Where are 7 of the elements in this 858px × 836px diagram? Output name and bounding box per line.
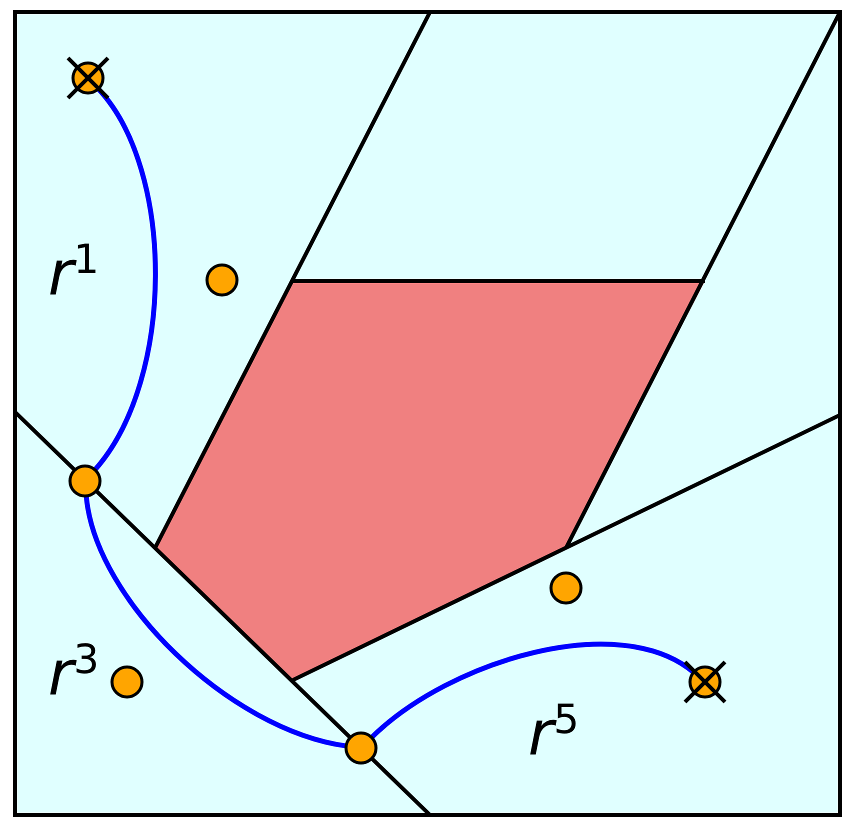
region-label: r$^{3}$ <box>48 640 100 705</box>
crossed-point-marker <box>683 660 727 704</box>
region-label: r$^{1}$ <box>48 240 100 305</box>
crossed-point-marker <box>66 56 110 100</box>
curve-connector <box>370 642 695 740</box>
curve-connector <box>84 496 347 748</box>
region-label: r$^{5}$ <box>528 700 580 765</box>
